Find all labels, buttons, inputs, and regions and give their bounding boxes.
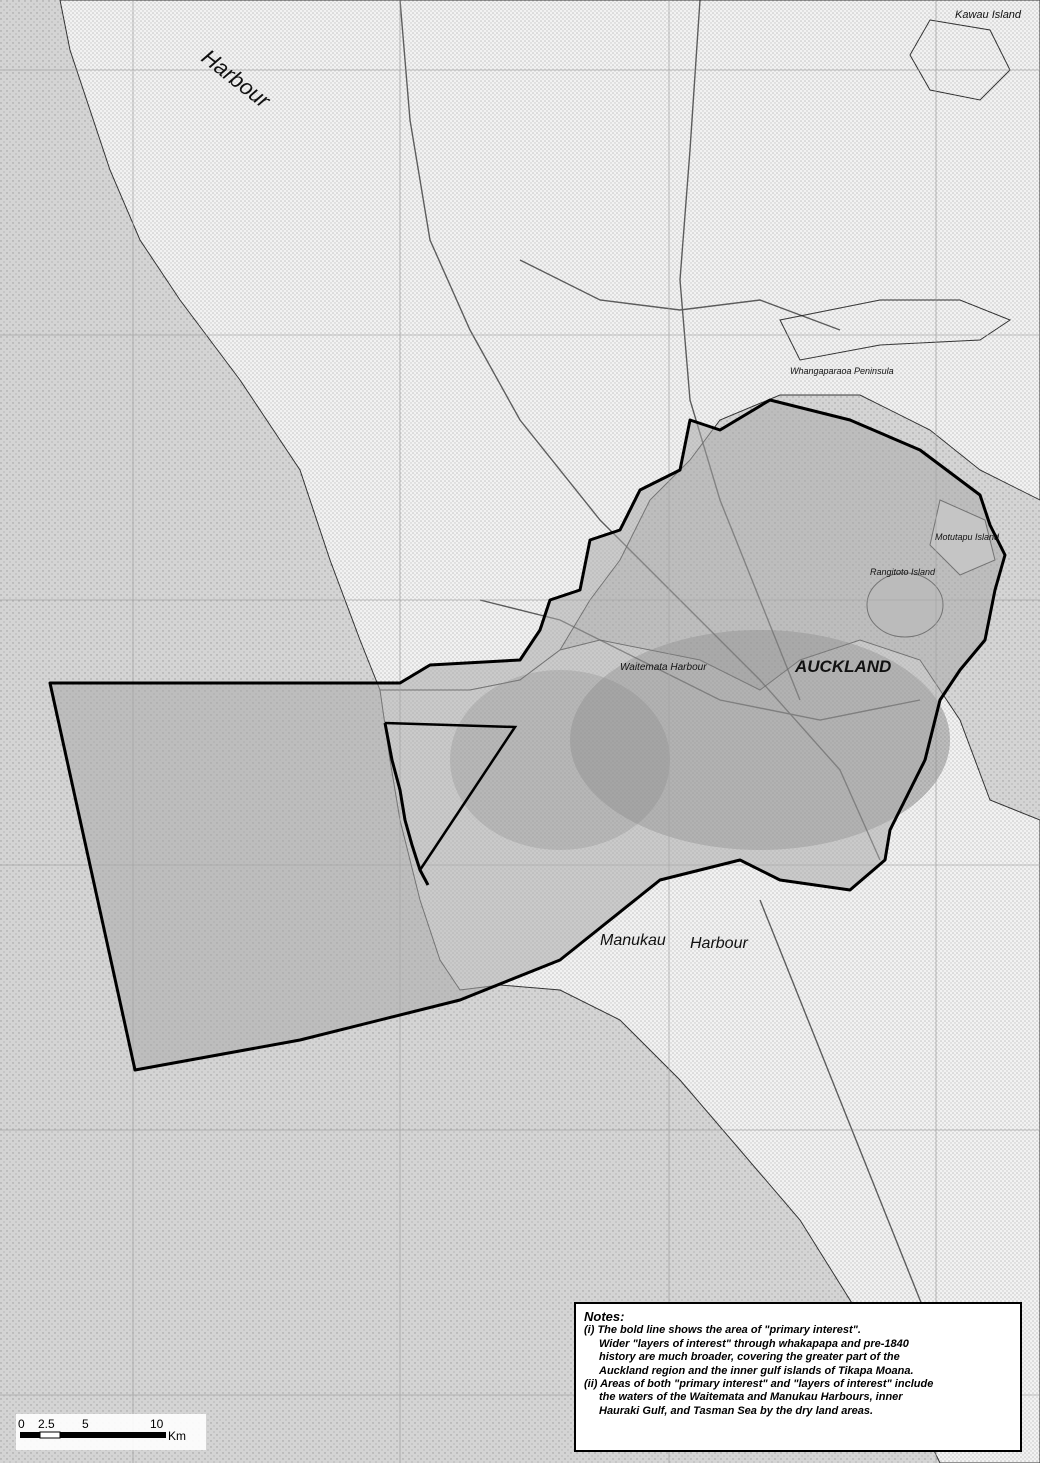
notes-line: Auckland region and the inner gulf islan… <box>599 1364 914 1377</box>
label-harbour-south: Harbour <box>690 935 748 952</box>
primary-interest-area <box>48 398 1007 1072</box>
coast-boundary <box>383 722 430 886</box>
notes-title: Notes: <box>584 1309 625 1324</box>
notes-line: history are much broader, covering the g… <box>599 1351 900 1364</box>
notes-line: the waters of the Waitemata and Manukau … <box>599 1391 903 1404</box>
notes-line: (i) The bold line shows the area of "pri… <box>584 1324 861 1337</box>
scale-tick-0: 0 <box>18 1417 25 1431</box>
label-rangitoto: Rangitoto Island <box>870 567 936 577</box>
label-waitemata: Waitemata Harbour <box>620 662 707 673</box>
scale-segment <box>60 1432 86 1438</box>
scale-segment <box>20 1432 40 1438</box>
scale-tick-5: 5 <box>82 1417 89 1431</box>
scale-bar: 0 2.5 5 10 Km <box>16 1414 206 1450</box>
scale-tick-10: 10 <box>150 1417 164 1431</box>
label-manukau: Manukau <box>600 932 666 949</box>
scale-segment <box>39 1431 61 1439</box>
notes-box: Notes: (i) The bold line shows the area … <box>574 1302 1022 1452</box>
notes-line: (ii) Areas of both "primary interest" an… <box>584 1378 934 1391</box>
label-auckland: AUCKLAND <box>794 657 891 676</box>
label-kawau: Kawau Island <box>955 9 1022 21</box>
label-motutapu: Motutapu Island <box>935 532 1000 542</box>
notes-line: Hauraki Gulf, and Tasman Sea by the dry … <box>599 1404 874 1417</box>
inner-boundary <box>384 721 518 871</box>
notes-line: Wider "layers of interest" through whaka… <box>599 1337 909 1350</box>
scale-tick-2-5: 2.5 <box>38 1417 55 1431</box>
scale-segment <box>86 1432 166 1438</box>
label-whangaparaoa: Whangaparaoa Peninsula <box>790 366 894 376</box>
scale-unit: Km <box>168 1429 186 1443</box>
